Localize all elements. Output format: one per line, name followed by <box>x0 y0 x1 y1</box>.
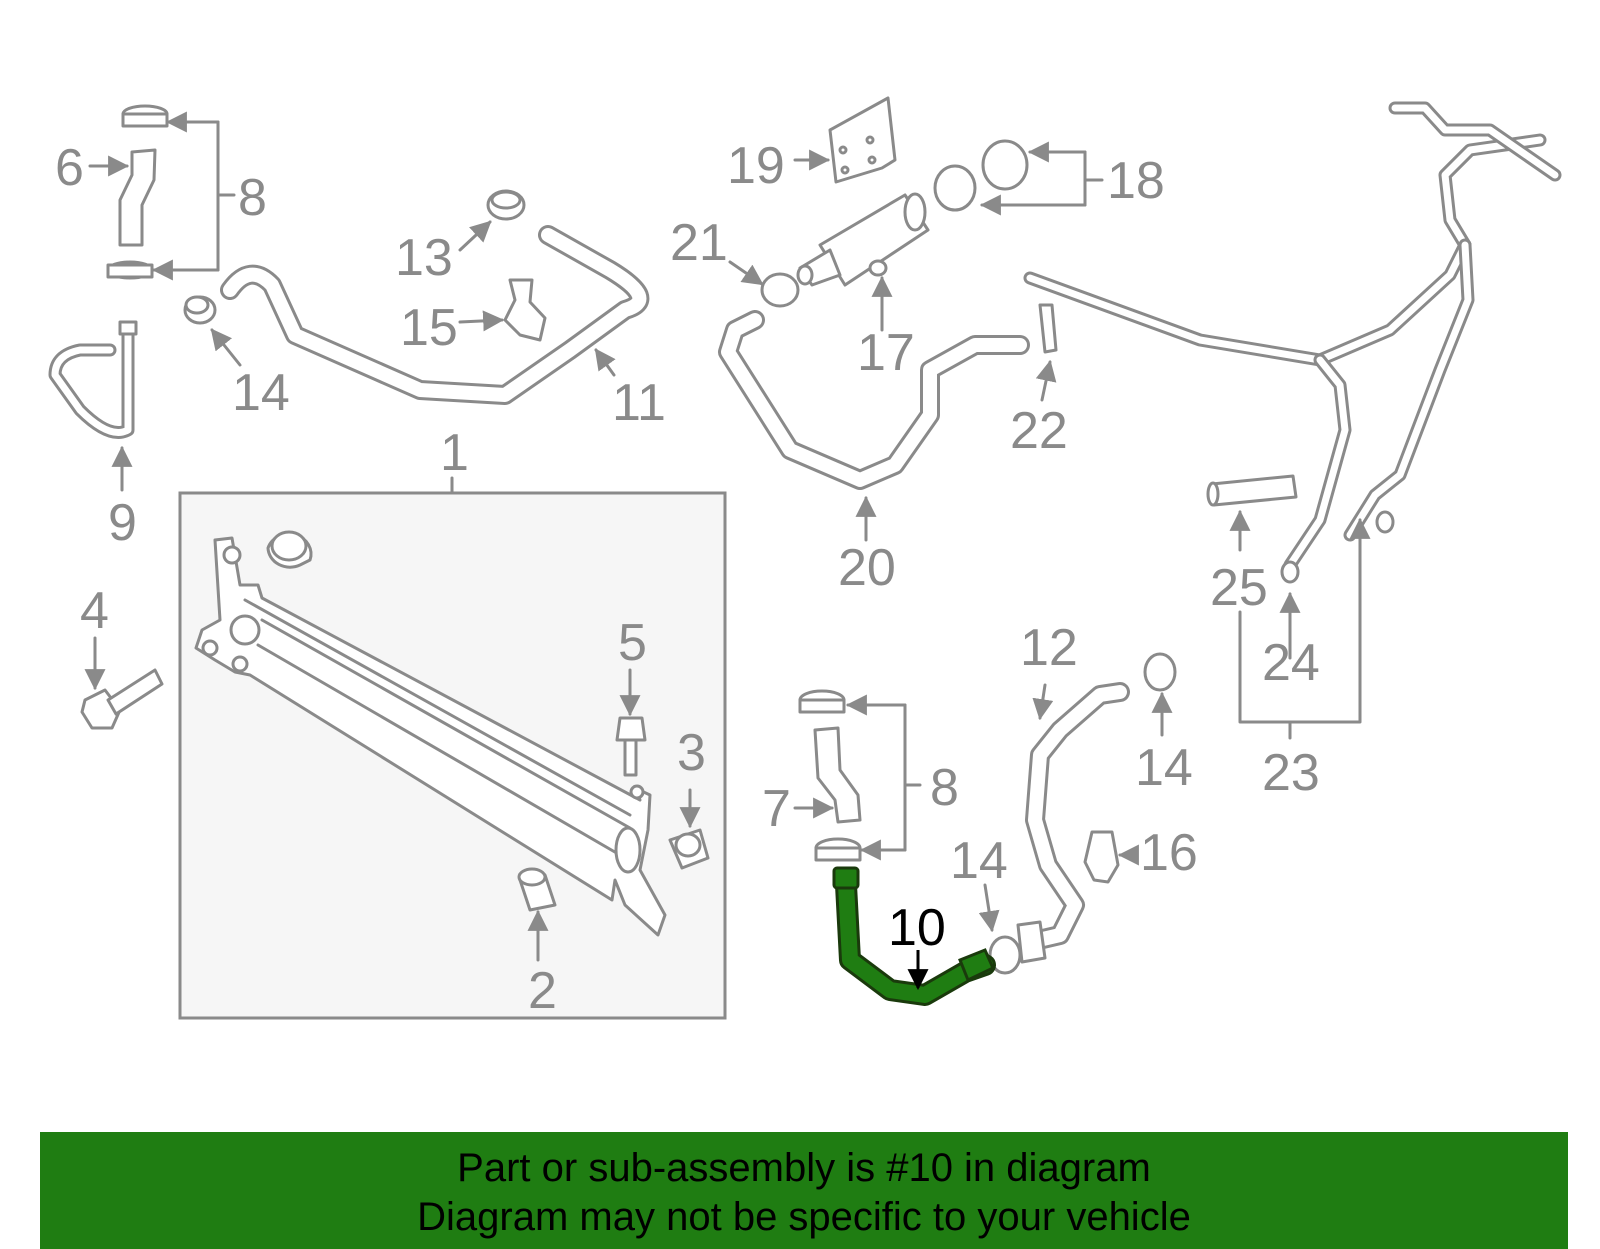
mount-bushing-upper <box>266 530 313 569</box>
callout-4: 4 <box>80 582 109 640</box>
clamp-part-14c <box>988 935 1022 975</box>
callout-18: 18 <box>1107 152 1165 210</box>
clamp-part-13 <box>486 189 526 221</box>
callout-2: 2 <box>528 962 557 1020</box>
clip-part-16 <box>1083 830 1120 884</box>
callout-15: 15 <box>400 299 458 357</box>
bushing-part-2 <box>517 867 557 912</box>
banner-line-2: Diagram may not be specific to your vehi… <box>417 1195 1191 1239</box>
clamp-part-21 <box>760 272 800 308</box>
callout-5: 5 <box>618 614 647 672</box>
callout-24: 24 <box>1262 634 1320 692</box>
callout-11: 11 <box>612 374 666 432</box>
callout-23: 23 <box>1262 744 1320 802</box>
callout-12: 12 <box>1020 619 1078 677</box>
callout-14c: 14 <box>950 832 1008 890</box>
banner-line-1: Part or sub-assembly is #10 in diagram <box>457 1146 1151 1190</box>
bolt-part-5 <box>615 716 647 777</box>
callout-25: 25 <box>1210 559 1268 617</box>
callout-17: 17 <box>857 324 915 382</box>
callout-3: 3 <box>677 724 706 782</box>
clamp-part-14b <box>1143 652 1177 692</box>
callout-8b: 8 <box>930 759 959 817</box>
cooler-radiator <box>194 536 667 937</box>
clamp-part-14a <box>183 295 217 325</box>
callout-6: 6 <box>55 139 84 197</box>
leader-lines <box>84 111 1371 991</box>
plug-part-25 <box>1206 474 1298 507</box>
clamp-lower-8b <box>798 689 862 862</box>
clip-part-15 <box>503 278 547 342</box>
clip-part-22 <box>1038 303 1058 354</box>
info-banner: Part or sub-assembly is #10 in diagram D… <box>40 1132 1568 1249</box>
pipe-assembly-part-23 <box>1023 101 1562 584</box>
hose-part-12 <box>1016 682 1130 964</box>
callout-20: 20 <box>838 539 896 597</box>
hose-part-11 <box>220 225 650 405</box>
callout-1: 1 <box>440 424 469 482</box>
pipe-part-9 <box>48 320 138 439</box>
callout-16: 16 <box>1140 824 1198 882</box>
hose-part-6 <box>118 148 157 247</box>
pump-part-17 <box>796 192 930 287</box>
hose-part-7 <box>813 726 862 824</box>
callout-9: 9 <box>108 494 137 552</box>
callout-19: 19 <box>727 137 785 195</box>
bolt-part-4 <box>80 668 164 730</box>
callout-7: 7 <box>762 780 791 838</box>
callout-22: 22 <box>1010 402 1068 460</box>
callout-10: 10 <box>888 899 946 957</box>
clamp-upper-8a <box>106 104 169 280</box>
highlighted-pipe-part-10[interactable] <box>832 866 996 1006</box>
hose-part-20 <box>718 310 1030 490</box>
callout-8a: 8 <box>238 169 267 227</box>
clamp-part-18 <box>933 139 1029 212</box>
bracket-part-19 <box>828 96 897 184</box>
callout-13: 13 <box>395 229 453 287</box>
callout-21: 21 <box>670 214 728 272</box>
callout-labels: 1 2 3 4 5 6 7 8 8 9 10 11 12 13 14 14 14… <box>55 137 1320 1020</box>
bushing-part-3 <box>668 828 710 870</box>
callout-14a: 14 <box>232 364 290 422</box>
callout-14b: 14 <box>1135 739 1193 797</box>
